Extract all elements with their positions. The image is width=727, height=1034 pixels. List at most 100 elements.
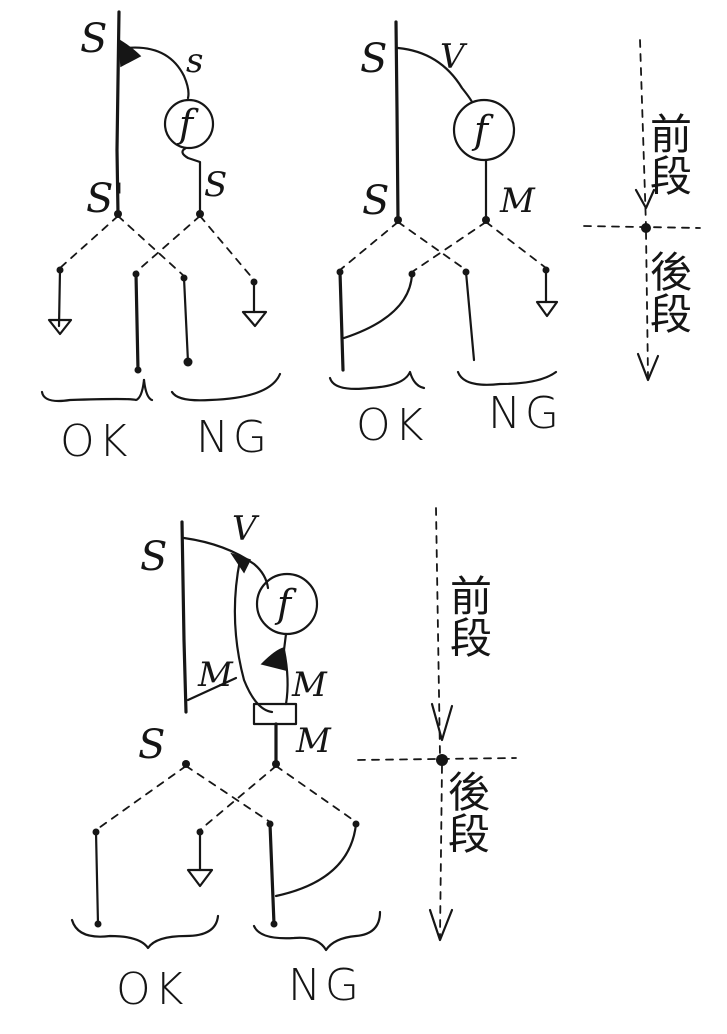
b-branch-curve — [182, 536, 270, 590]
tl-branch-curve — [124, 46, 190, 100]
ta-lower-stage: 後段 — [644, 250, 693, 334]
tm-ng-line — [464, 270, 476, 362]
b-ground-triangle — [186, 868, 214, 888]
ba-center-node — [436, 754, 448, 766]
ba-upper-stage: 前段 — [444, 574, 493, 658]
tm-ok-line — [338, 270, 345, 372]
tl-node-left — [114, 210, 122, 218]
tm-main-line — [394, 20, 400, 222]
b-junction-mark — [230, 552, 252, 574]
tl-output-right-label: S — [204, 165, 227, 205]
tm-node-right — [482, 216, 490, 224]
tm-ok-join-curve — [342, 272, 414, 340]
b-main-line — [180, 520, 188, 714]
tl-dash-2 — [117, 215, 185, 277]
b-source-label: S — [140, 534, 167, 580]
tl-ground-triangle-2 — [241, 310, 268, 328]
tl-dash-1 — [59, 215, 119, 269]
tm-branch-label: V — [440, 37, 468, 77]
tm-dash-2 — [397, 221, 467, 271]
tl-ng-brace — [170, 372, 282, 402]
tm-source-label: S — [360, 36, 387, 82]
b-ok-brace — [70, 914, 220, 950]
tm-dash-1 — [339, 221, 399, 271]
b-ng-end — [270, 920, 278, 928]
b-ng-line — [268, 822, 276, 926]
tm-branch-curve — [396, 46, 474, 104]
tm-ng-brace — [456, 370, 558, 386]
tl-dash-3 — [135, 215, 201, 273]
b-node-left — [182, 760, 190, 768]
tl-ng-line — [182, 276, 190, 364]
ta-upper-stage: 前段 — [644, 112, 693, 196]
tm-output-left-label: S — [362, 178, 389, 224]
b-ok-end — [94, 920, 102, 928]
ba-arrow-bottom — [428, 908, 454, 942]
tm-ok-label: OK — [356, 400, 428, 451]
b-output-right-label: M — [295, 721, 332, 761]
tm-function-circle — [452, 98, 516, 162]
ba-axis-lower — [439, 765, 443, 937]
b-ng-brace — [252, 910, 382, 952]
ba-axis-upper — [435, 507, 441, 757]
ba-lower-stage: 後段 — [442, 770, 491, 854]
tl-main-line — [115, 10, 121, 216]
tl-ng-end — [183, 357, 193, 367]
tl-function-label: f — [176, 102, 199, 146]
b-dash-4 — [275, 765, 357, 823]
b-function-label: f — [274, 582, 297, 626]
stage-axis-top: 前段 後段 — [583, 39, 701, 382]
tl-ng-label: NG — [196, 412, 271, 463]
b-merge-line — [282, 648, 289, 706]
diagram-top-left: S s f S S' OK NG — [40, 10, 282, 467]
ba-axis-horizontal — [357, 757, 517, 761]
tm-ground-triangle — [535, 300, 559, 318]
ba-arrow-mid — [430, 702, 454, 742]
tl-ok-line — [134, 272, 140, 372]
tl-ground-triangle-1 — [47, 318, 73, 336]
tm-node-left — [394, 216, 402, 224]
tl-ok-end — [134, 366, 142, 374]
b-feedback-line — [186, 676, 238, 702]
b-feedback-label: M — [197, 655, 234, 695]
b-ok-label: OK — [116, 964, 188, 1015]
tm-dash-4 — [485, 221, 547, 269]
tl-function-output — [181, 146, 202, 216]
tm-ok-brace — [328, 370, 426, 390]
tl-ground-line-1 — [57, 268, 62, 328]
ta-arrow-mid — [634, 188, 656, 210]
diagram-bottom: S V f M M M S OK — [70, 509, 382, 1015]
tl-ok-brace-tip — [142, 378, 154, 402]
ta-arrow-bottom — [636, 352, 660, 382]
tl-source-label: S — [80, 16, 107, 62]
b-ng-join-curve — [274, 822, 358, 898]
b-dash-2 — [185, 765, 271, 823]
b-bypass-curve — [233, 558, 274, 714]
tm-output-right-label: M — [499, 181, 536, 221]
b-node-right — [272, 760, 280, 768]
tl-junction-mark — [118, 38, 142, 68]
b-dash-1 — [95, 765, 187, 831]
tl-node-right — [196, 210, 204, 218]
ta-center-node — [641, 223, 651, 233]
b-output-left-label: S — [138, 722, 165, 768]
tl-branch-label: s — [186, 41, 203, 81]
ta-axis-upper — [639, 39, 647, 227]
tl-dash-4 — [199, 215, 255, 281]
tm-function-label: f — [471, 108, 494, 152]
diagram-top-middle: S V f M S OK NG — [328, 20, 563, 451]
tl-function-circle — [163, 98, 215, 150]
b-ng-label: NG — [288, 960, 363, 1011]
tm-dash-3 — [411, 221, 487, 273]
b-dash-3 — [199, 765, 277, 831]
b-branch-label: V — [232, 509, 260, 549]
tm-ng-label: NG — [488, 388, 563, 439]
b-merge-mark — [260, 647, 287, 671]
b-ok-line — [94, 830, 100, 926]
ta-axis-lower — [645, 231, 649, 377]
b-intermediate-label: M — [291, 665, 328, 705]
tl-ok-brace-left — [40, 378, 146, 403]
stage-axis-bottom: 前段 後段 — [357, 507, 517, 942]
tl-ok-label: OK — [60, 416, 132, 467]
